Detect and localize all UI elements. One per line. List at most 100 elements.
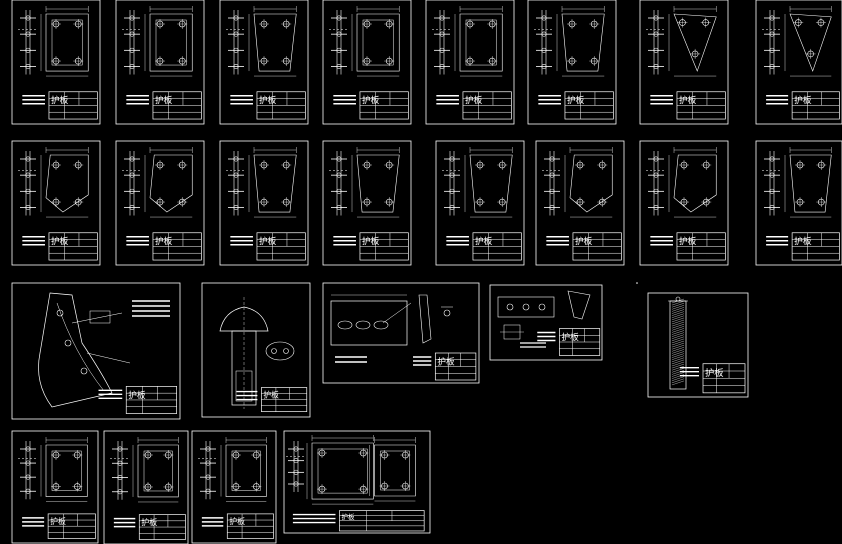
dimension-lines [144, 147, 193, 218]
notes-text [520, 342, 546, 348]
title-block: 护板 [572, 232, 622, 261]
drawing-sheet-s16[interactable]: 护板 [755, 140, 842, 266]
notes-text [230, 236, 253, 246]
plate-view [469, 154, 513, 213]
notes-text [650, 95, 673, 105]
title-block-heading: 护板 [475, 235, 493, 247]
plate-view [356, 13, 400, 72]
drawing-sheet-s13[interactable]: 护板 [435, 140, 525, 266]
title-block-heading: 护板 [259, 94, 277, 106]
drawing-sheet-s4[interactable]: 护板 [322, 0, 412, 125]
plate-view [569, 154, 613, 213]
plate-view [225, 444, 267, 497]
title-block: 护板 [434, 352, 477, 381]
notes-text [766, 236, 789, 246]
title-block: 护板 [125, 386, 177, 414]
title-block-heading: 护板 [155, 235, 173, 247]
notes-text [766, 95, 789, 105]
drawing-sheet-s17[interactable]: 护板 [11, 282, 181, 420]
plate-view [311, 442, 374, 500]
drawing-sheet-s10[interactable]: 护板 [115, 140, 205, 266]
notes-text [546, 236, 569, 246]
dimension-lines [351, 6, 400, 77]
plate-view [356, 154, 400, 213]
drawing-sheet-s20[interactable]: 护板 [489, 284, 603, 361]
drawing-sheet-s2[interactable]: 护板 [115, 0, 205, 125]
dimension-lines [668, 147, 717, 218]
dimension-lines [556, 6, 605, 77]
notes-text [413, 356, 432, 366]
curved-guard-view [38, 292, 131, 408]
side-section-view [18, 441, 38, 500]
notes-text [333, 236, 356, 246]
drawing-sheet-s1[interactable]: 护板 [11, 0, 101, 125]
notes-text [132, 300, 170, 317]
title-block-heading: 护板 [229, 516, 245, 526]
title-block-heading: 护板 [263, 390, 279, 400]
drawing-sheet-s7[interactable]: 护板 [639, 0, 729, 125]
drawing-sheet-s18[interactable]: 护板 [201, 282, 311, 418]
title-block: 护板 [48, 91, 98, 120]
title-block: 护板 [791, 232, 840, 261]
drawing-sheet-s22[interactable]: 护板 [11, 430, 99, 544]
drawing-sheet-s8[interactable]: 护板 [755, 0, 842, 125]
title-block-heading: 护板 [141, 517, 157, 527]
title-block-heading: 护板 [794, 235, 812, 247]
plate-view [45, 444, 88, 497]
side-section-view [226, 10, 246, 75]
title-block: 护板 [152, 232, 202, 261]
title-block: 护板 [472, 232, 522, 261]
notes-text [230, 95, 253, 105]
drawing-sheet-s5[interactable]: 护板 [425, 0, 515, 125]
plate-view [673, 154, 717, 213]
plate-view [673, 13, 717, 72]
title-block-heading: 护板 [155, 94, 173, 106]
drawing-sheet-s15[interactable]: 护板 [639, 140, 729, 266]
notes-text [292, 513, 336, 524]
title-block: 护板 [702, 363, 746, 394]
drawing-sheet-s21[interactable]: 护板 [647, 292, 749, 398]
dimension-lines [454, 6, 503, 77]
side-section-view [762, 10, 782, 75]
drawing-sheet-s25[interactable]: 护板 [283, 430, 431, 534]
title-block-heading: 护板 [437, 355, 455, 367]
dimension-lines [784, 6, 832, 77]
title-block-heading: 护板 [679, 94, 697, 106]
title-block-heading: 护板 [465, 94, 483, 106]
title-block: 护板 [48, 232, 98, 261]
long-bar-view [330, 294, 453, 346]
notes-text [113, 517, 136, 528]
dimension-lines [351, 147, 400, 218]
side-section-view [226, 151, 246, 216]
drawing-sheet-s12[interactable]: 护板 [322, 140, 412, 266]
drawing-sheet-s23[interactable]: 护板 [103, 430, 189, 544]
dimension-lines [464, 147, 513, 218]
dimension-lines [248, 147, 297, 218]
notes-text [22, 517, 45, 527]
dimension-lines [132, 437, 179, 503]
notes-text [650, 236, 673, 246]
title-block: 护板 [138, 514, 186, 540]
dimension-lines [668, 6, 717, 77]
title-block-heading: 护板 [567, 94, 585, 106]
notes-text [201, 517, 224, 527]
side-section-view [198, 441, 218, 500]
drawing-sheet-s14[interactable]: 护板 [535, 140, 625, 266]
drawing-sheet-s3[interactable]: 护板 [219, 0, 309, 125]
drawing-sheet-s11[interactable]: 护板 [219, 140, 309, 266]
drawing-sheet-s19[interactable]: 护板 [322, 282, 480, 384]
notes-text [436, 95, 459, 105]
drawing-sheet-s24[interactable]: 护板 [191, 430, 277, 544]
notes-text [537, 331, 556, 342]
dimension-lines [220, 437, 267, 502]
title-block: 护板 [559, 328, 601, 356]
dimension-lines [40, 147, 89, 218]
side-section-view [329, 10, 349, 75]
plate-view [789, 154, 832, 213]
title-block-heading: 护板 [341, 512, 355, 521]
side-section-view [110, 441, 130, 500]
title-block-heading: 护板 [794, 94, 812, 106]
drawing-sheet-s6[interactable]: 护板 [527, 0, 617, 125]
drawing-sheet-s9[interactable]: 护板 [11, 140, 101, 266]
